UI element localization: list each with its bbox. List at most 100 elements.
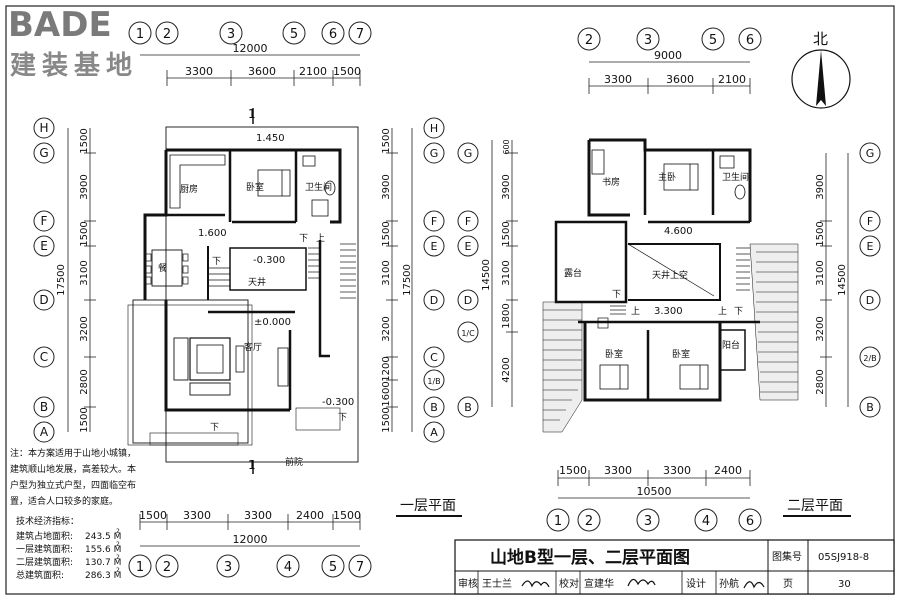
stair-mark: 上 (631, 306, 640, 317)
dim-part: 3200 (79, 316, 90, 341)
note-line: 置，适合人口较多的家庭。 (10, 495, 118, 507)
dim-part: 3600 (666, 73, 694, 86)
dim-part: 2100 (718, 73, 746, 86)
grid-label: G (464, 147, 473, 160)
dim-total: 14500 (837, 264, 848, 296)
north-label: 北 (813, 30, 828, 48)
grid-bubbles-mid-a (423, 117, 445, 443)
grid-label: 3 (227, 27, 235, 42)
plan1-labels: 厨房 卧室 卫生间 餐 天井 客厅 前院 1.450 1.600 -0.300 … (158, 107, 354, 472)
level-mark: -0.300 (253, 255, 285, 266)
dim-part: 2100 (299, 65, 327, 78)
room-label-terrace: 露台 (564, 267, 582, 279)
grid-bubbles-bottom-left (128, 554, 372, 578)
dim-part: 1500 (381, 407, 392, 432)
grid-label: D (464, 294, 472, 307)
floor-plan-1 (127, 108, 359, 474)
dim-part: 1200 (381, 356, 392, 381)
room-label-bedroom: 卧室 (605, 348, 623, 360)
grid-label: G (430, 147, 439, 160)
indicator-label: 建筑占地面积: (16, 530, 73, 542)
grid-bubbles-top-left (128, 21, 372, 45)
indicator-label: 二层建筑面积: (16, 556, 73, 568)
dim-part: 3300 (604, 464, 632, 477)
design-notes: 注：本方案适用于山地小城镇， 建筑顺山地发展，高差较大。本 户型为独立式户型，四… (10, 447, 136, 581)
grid-bubble (321, 21, 345, 45)
watermark-name: 建装基地 (10, 51, 138, 81)
grid-labels-right: G F E D 2/B B (863, 147, 876, 414)
grid-label: 5 (709, 33, 717, 48)
dim-part: 3100 (501, 260, 512, 285)
north-arrow: 北 (791, 30, 851, 109)
dimensions-mid-b: 14500 600 3900 1500 3100 1800 4200 (481, 139, 512, 382)
grid-label: E (431, 240, 438, 253)
grid-label: 2 (163, 560, 171, 575)
grid-label: G (866, 147, 875, 160)
room-label-wc: 卫生间 (305, 181, 332, 193)
stair-mark: 上 (718, 306, 727, 317)
dimension-lines-bottom-right (557, 470, 751, 499)
atlas-label: 图集号 (772, 550, 802, 563)
grid-label: F (431, 215, 437, 228)
grid-label: 7 (356, 560, 364, 575)
grid-label: F (867, 215, 873, 228)
grid-labels-left: H G F E D C B A (39, 121, 49, 439)
dim-part: 2400 (714, 464, 742, 477)
dim-part: 3100 (381, 260, 392, 285)
grid-label: E (867, 240, 874, 253)
dimensions-bottom-left: 1500 3300 3300 2400 1500 12000 (139, 509, 361, 546)
designer-name: 孙航 (719, 577, 739, 590)
dimension-lines-mid-b (491, 140, 518, 407)
indicator-value: 243.5 M (85, 532, 121, 542)
dim-total: 9000 (654, 49, 682, 62)
grid-label: 2 (585, 33, 593, 48)
room-label-wc: 卫生间 (722, 171, 749, 183)
stair (610, 247, 750, 315)
indicator-value: 286.3 M (85, 571, 121, 581)
room-label-front-yard: 前院 (285, 456, 303, 468)
grid-label: D (39, 293, 48, 307)
dim-part: 3200 (381, 316, 392, 341)
grid-labels-mid-b: G F E D 1/C B (461, 147, 475, 414)
dimensions-top-left: 12000 3300 3600 2100 1500 (185, 42, 361, 78)
plan2-labels: 书房 主卧 卫生间 露台 天井上空 卧室 卧室 阳台 4.600 3.300 下… (564, 171, 749, 360)
grid-label: 4 (284, 560, 292, 575)
dim-part: 3300 (183, 509, 211, 522)
page-number: 30 (838, 579, 851, 590)
grid-label: B (40, 400, 48, 414)
grid-label: 2/B (863, 354, 876, 363)
grid-labels-top-right: 2 3 5 6 (585, 33, 754, 48)
grid-label: 4 (702, 514, 710, 529)
dim-part: 2400 (296, 509, 324, 522)
grid-label: 5 (329, 560, 337, 575)
dimension-lines-top-left (140, 54, 361, 86)
grid-label: F (41, 214, 48, 228)
grid-bubbles-top-right (577, 27, 762, 51)
room-label-living: 客厅 (244, 341, 262, 353)
dimensions-mid-a: 17500 1500 3900 1500 3100 3200 1200 1600… (381, 128, 413, 432)
grid-label: 1 (136, 27, 144, 42)
room-label-kitchen: 厨房 (180, 183, 198, 195)
stair-mark: 下 (299, 234, 308, 244)
grid-label: B (430, 401, 438, 414)
indicator-label: 一层建筑面积: (16, 543, 73, 555)
dim-part: 3300 (604, 73, 632, 86)
grid-label: G (39, 146, 48, 160)
grid-label: C (430, 351, 438, 364)
stair-mark: 下 (338, 413, 347, 423)
grid-label: D (866, 294, 874, 307)
watermark-brand: BADE (8, 5, 112, 45)
grid-bubbles-left (33, 117, 55, 443)
room-label-bedroom: 卧室 (246, 181, 264, 193)
dim-part: 2800 (815, 369, 826, 394)
dim-part: 3300 (663, 464, 691, 477)
dimensions-left: 17500 1500 3900 1500 3100 3200 2800 1500 (56, 128, 90, 432)
dimension-lines-left (67, 128, 96, 432)
grid-label: 2 (163, 27, 171, 42)
level-mark: -0.300 (322, 397, 354, 408)
grid-label: 6 (746, 514, 754, 529)
room-label-bedroom: 卧室 (672, 348, 690, 360)
dim-part: 3900 (815, 174, 826, 199)
level-mark: 4.600 (664, 226, 693, 237)
